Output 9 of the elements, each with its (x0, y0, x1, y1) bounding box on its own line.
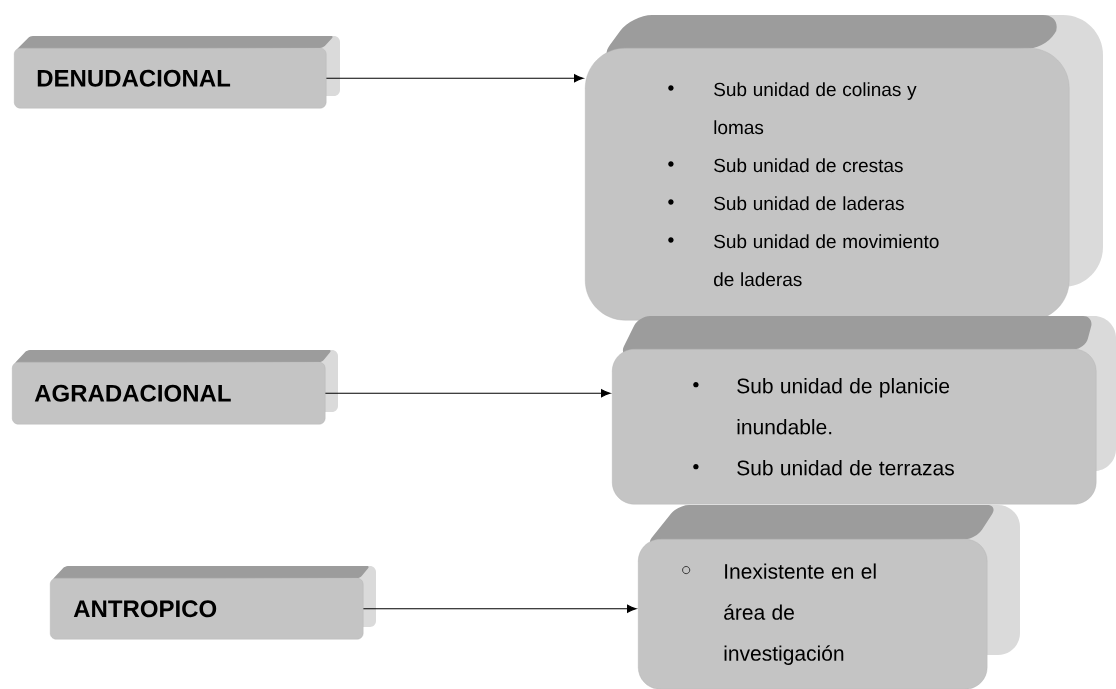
box-3d: Inexistente en el área de investigación (638, 505, 1020, 689)
box-3d: ANTROPICO (50, 566, 376, 640)
box-3d: DENUDACIONAL (14, 36, 340, 109)
box-3d: Sub unidad de planicie inundable. Sub unidad de terrazas (612, 316, 1116, 505)
arrow (325, 74, 584, 83)
arrow (362, 604, 637, 613)
arrow (324, 389, 611, 398)
box-3d: AGRADACIONAL (12, 350, 338, 425)
box-3d: Sub unidad de colinas y lomas Sub unidad de crestas Sub unidad de laderas Sub unidad de movimiento de laderas (585, 15, 1103, 321)
